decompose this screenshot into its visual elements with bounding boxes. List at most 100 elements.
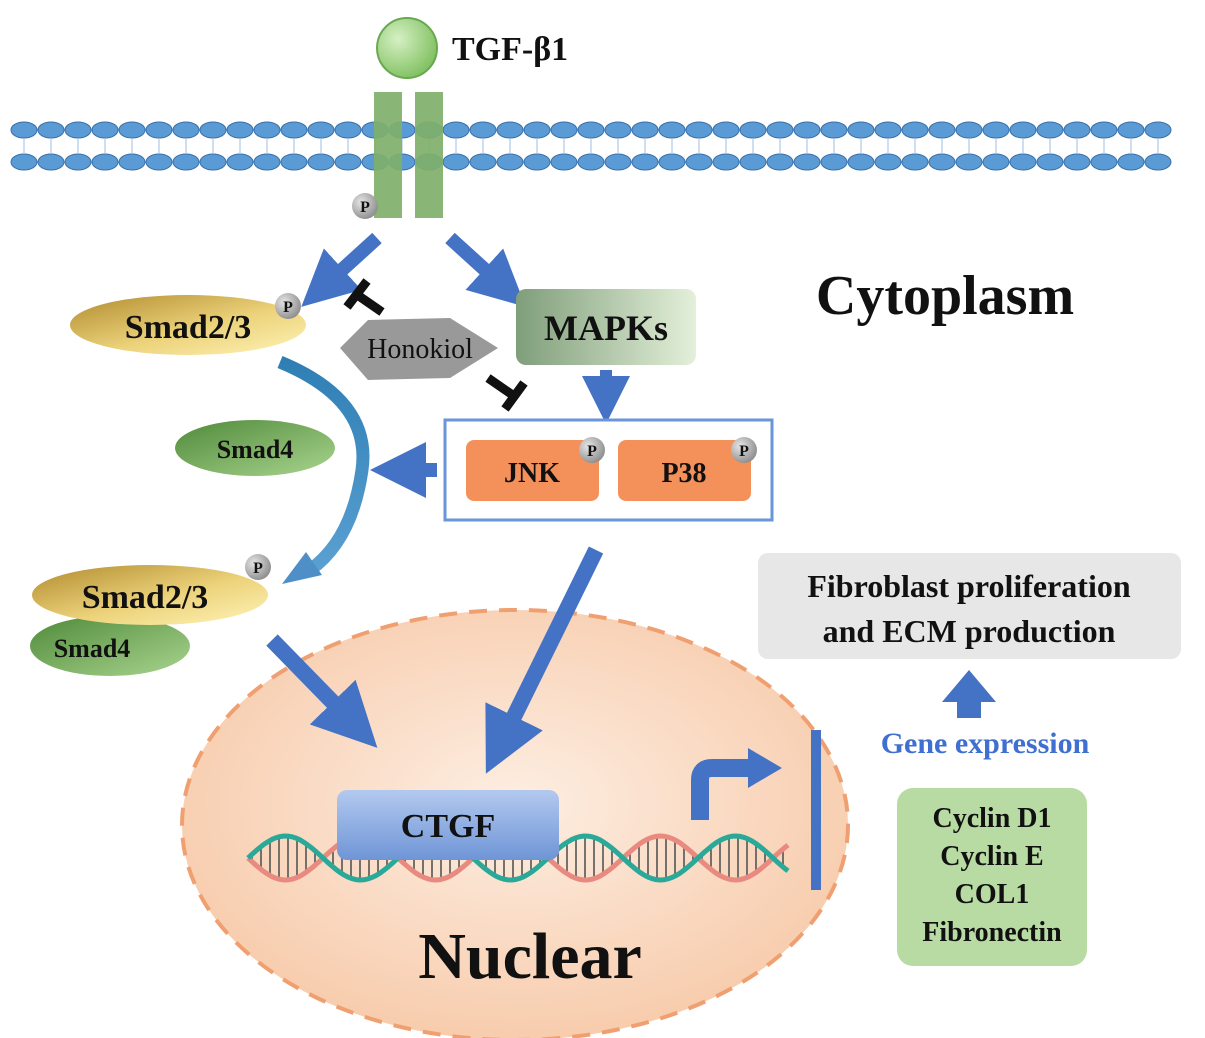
- smad4-free-label: Smad4: [217, 435, 294, 464]
- tgf-b1-ligand: [376, 17, 438, 79]
- inhibition-smad: [343, 278, 385, 316]
- lipid-head: [10, 121, 38, 139]
- svg-text:P: P: [360, 199, 370, 216]
- mapks-label: MAPKs: [544, 308, 668, 348]
- lipid-head: [334, 153, 362, 171]
- curved-arrow-head: [282, 552, 322, 584]
- lipid-head: [793, 153, 821, 171]
- lipid-head: [118, 121, 146, 139]
- lipid-head: [442, 121, 470, 139]
- lipid-head: [631, 121, 659, 139]
- lipid-head: [1144, 121, 1172, 139]
- smad23-complex-phospho: P: [245, 554, 271, 580]
- lipid-head: [118, 153, 146, 171]
- lipid-head: [253, 121, 281, 139]
- lipid-head: [847, 121, 875, 139]
- mapks-box: [516, 289, 696, 365]
- lipid-head: [577, 153, 605, 171]
- lipid-head: [37, 121, 65, 139]
- ctgf-box: [337, 790, 559, 860]
- lipid-head: [604, 153, 632, 171]
- p38-box: [618, 440, 751, 501]
- target-gene-item: Fibronectin: [922, 917, 1062, 948]
- lipid-head: [496, 121, 524, 139]
- cytoplasm-label: Cytoplasm: [816, 265, 1074, 327]
- lipid-head: [1036, 121, 1064, 139]
- lipid-head: [820, 121, 848, 139]
- lipid-head: [766, 121, 794, 139]
- lipid-head: [172, 153, 200, 171]
- honokiol-shape: [340, 318, 498, 380]
- lipid-head: [658, 121, 686, 139]
- lipid-head: [1117, 121, 1145, 139]
- lipid-head: [64, 153, 92, 171]
- transcription-arrow: [691, 759, 752, 820]
- arrow-receptor-to-smad: [301, 232, 382, 307]
- outcome-line2: and ECM production: [823, 613, 1116, 649]
- lipid-head: [712, 153, 740, 171]
- lipid-head: [469, 121, 497, 139]
- curved-arrow-smad-complex: [277, 355, 370, 576]
- gene-expression-bar: [811, 730, 821, 890]
- lipid-head: [928, 121, 956, 139]
- lipid-head: [199, 121, 227, 139]
- lipid-head: [685, 153, 713, 171]
- smad23-top: [70, 295, 306, 355]
- nuclear-label: Nuclear: [418, 920, 642, 993]
- lipid-head: [901, 121, 929, 139]
- outcome-box: [758, 553, 1181, 659]
- lipid-head: [64, 121, 92, 139]
- jnk-phospho: P: [579, 437, 605, 463]
- lipid-head: [91, 121, 119, 139]
- ligand-label: TGF-β1: [452, 31, 568, 68]
- dna-strand-b: [246, 833, 790, 883]
- lipid-head: [874, 121, 902, 139]
- gene-expression-label: Gene expression: [881, 727, 1090, 760]
- lipid-head: [280, 153, 308, 171]
- lipid-head: [1144, 153, 1172, 171]
- lipid-head: [901, 153, 929, 171]
- lipid-head: [10, 153, 38, 171]
- lipid-head: [1009, 153, 1037, 171]
- arrow-kinases-to-nucleus: [485, 546, 604, 774]
- lipid-head: [955, 153, 983, 171]
- smad23-top-label: Smad2/3: [125, 309, 252, 346]
- lipid-head: [550, 121, 578, 139]
- target-gene-item: Cyclin D1: [933, 803, 1052, 834]
- lipid-head: [1063, 153, 1091, 171]
- arrow-to-outcome: [942, 670, 996, 718]
- lipid-head: [172, 121, 200, 139]
- smad23-complex: [32, 565, 268, 625]
- lipid-head: [334, 121, 362, 139]
- receptor-left: [374, 92, 402, 218]
- lipid-head: [523, 121, 551, 139]
- lipid-head: [1090, 121, 1118, 139]
- lipid-head: [658, 153, 686, 171]
- lipid-head: [523, 153, 551, 171]
- jnk-box: [466, 440, 599, 501]
- lipid-head: [550, 153, 578, 171]
- p38-phospho: P: [731, 437, 757, 463]
- lipid-head: [982, 153, 1010, 171]
- lipid-head: [604, 121, 632, 139]
- lipid-head: [199, 153, 227, 171]
- smad23-top-phospho: P: [275, 293, 301, 319]
- lipid-head: [253, 153, 281, 171]
- svg-text:P: P: [283, 299, 293, 316]
- lipid-head: [874, 153, 902, 171]
- smad4-complex-label: Smad4: [54, 634, 131, 663]
- lipid-head: [631, 153, 659, 171]
- transcription-arrow-head: [748, 748, 782, 788]
- lipid-head: [739, 153, 767, 171]
- lipid-head: [145, 121, 173, 139]
- membrane-tails: [14, 136, 1186, 156]
- target-gene-item: COL1: [955, 879, 1030, 910]
- lipid-head: [577, 121, 605, 139]
- smad4-free: [175, 420, 335, 476]
- lipid-head: [685, 121, 713, 139]
- svg-text:P: P: [587, 443, 597, 460]
- lipid-head: [928, 153, 956, 171]
